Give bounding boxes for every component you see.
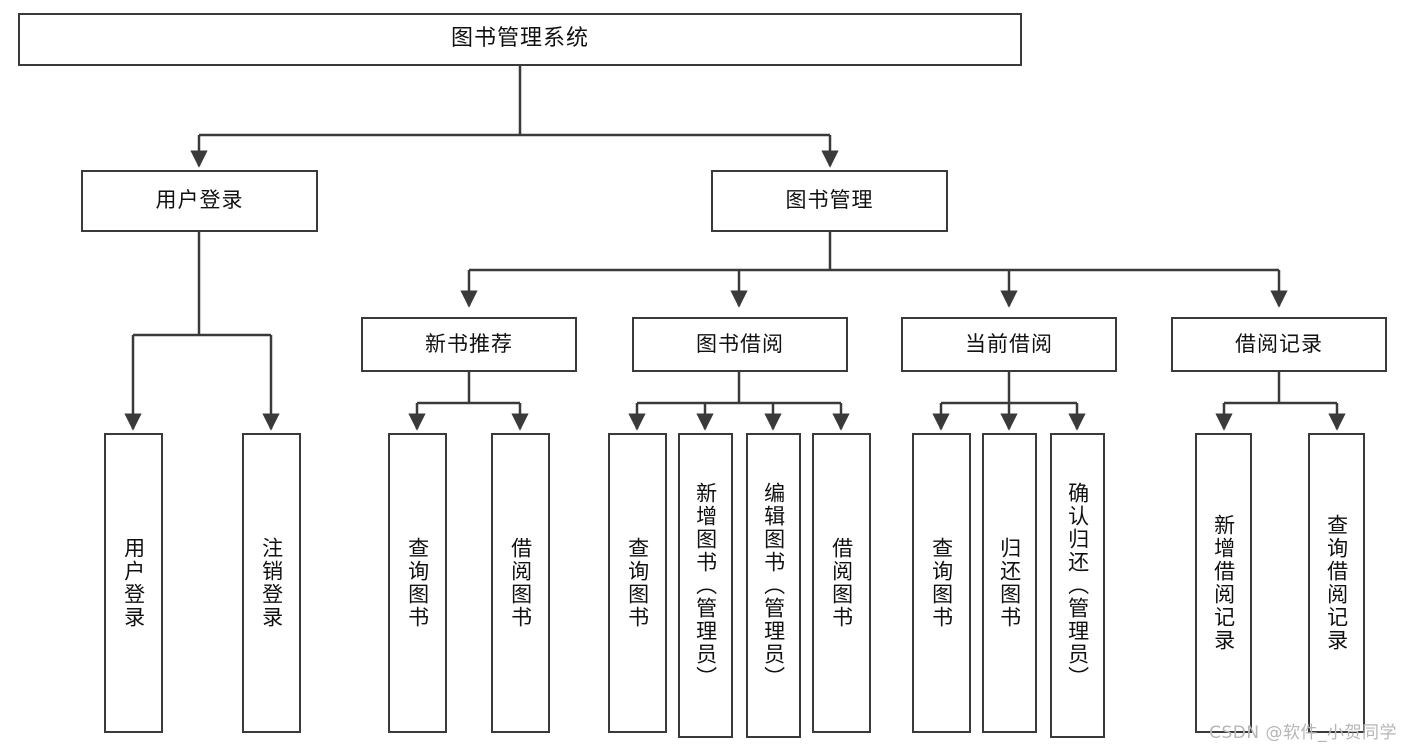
node-book-management[interactable]: 图书管理	[711, 170, 948, 232]
leaf-current-borrow-return-books[interactable]: 归还图书	[982, 433, 1037, 733]
node-book-borrowing[interactable]: 图书借阅	[632, 317, 848, 372]
csdn-watermark: CSDN @软件_小贺同学	[1209, 723, 1397, 743]
leaf-book-borrow-query-books[interactable]: 查询图书	[608, 433, 667, 733]
leaf-user-login-signin[interactable]: 用户登录	[104, 433, 163, 733]
node-root-book-management-system[interactable]: 图书管理系统	[18, 13, 1022, 66]
node-new-book-recommendation[interactable]: 新书推荐	[361, 317, 577, 372]
node-borrowing-record[interactable]: 借阅记录	[1171, 317, 1387, 372]
leaf-book-borrow-edit-book-admin[interactable]: 编辑图书（管理员）	[746, 433, 801, 738]
leaf-user-login-signout[interactable]: 注销登录	[242, 433, 301, 733]
leaf-current-borrow-query-books[interactable]: 查询图书	[912, 433, 971, 733]
node-user-login[interactable]: 用户登录	[81, 170, 318, 232]
leaf-new-book-borrow-books[interactable]: 借阅图书	[491, 433, 550, 733]
leaf-borrow-record-query-record[interactable]: 查询借阅记录	[1308, 433, 1365, 733]
leaf-borrow-record-add-record[interactable]: 新增借阅记录	[1195, 433, 1252, 733]
node-current-borrowing[interactable]: 当前借阅	[901, 317, 1117, 372]
leaf-new-book-query-books[interactable]: 查询图书	[388, 433, 447, 733]
leaf-book-borrow-add-book-admin[interactable]: 新增图书（管理员）	[678, 433, 733, 738]
leaf-book-borrow-borrow-books[interactable]: 借阅图书	[812, 433, 871, 733]
leaf-current-borrow-confirm-return-admin[interactable]: 确认归还（管理员）	[1050, 433, 1105, 738]
